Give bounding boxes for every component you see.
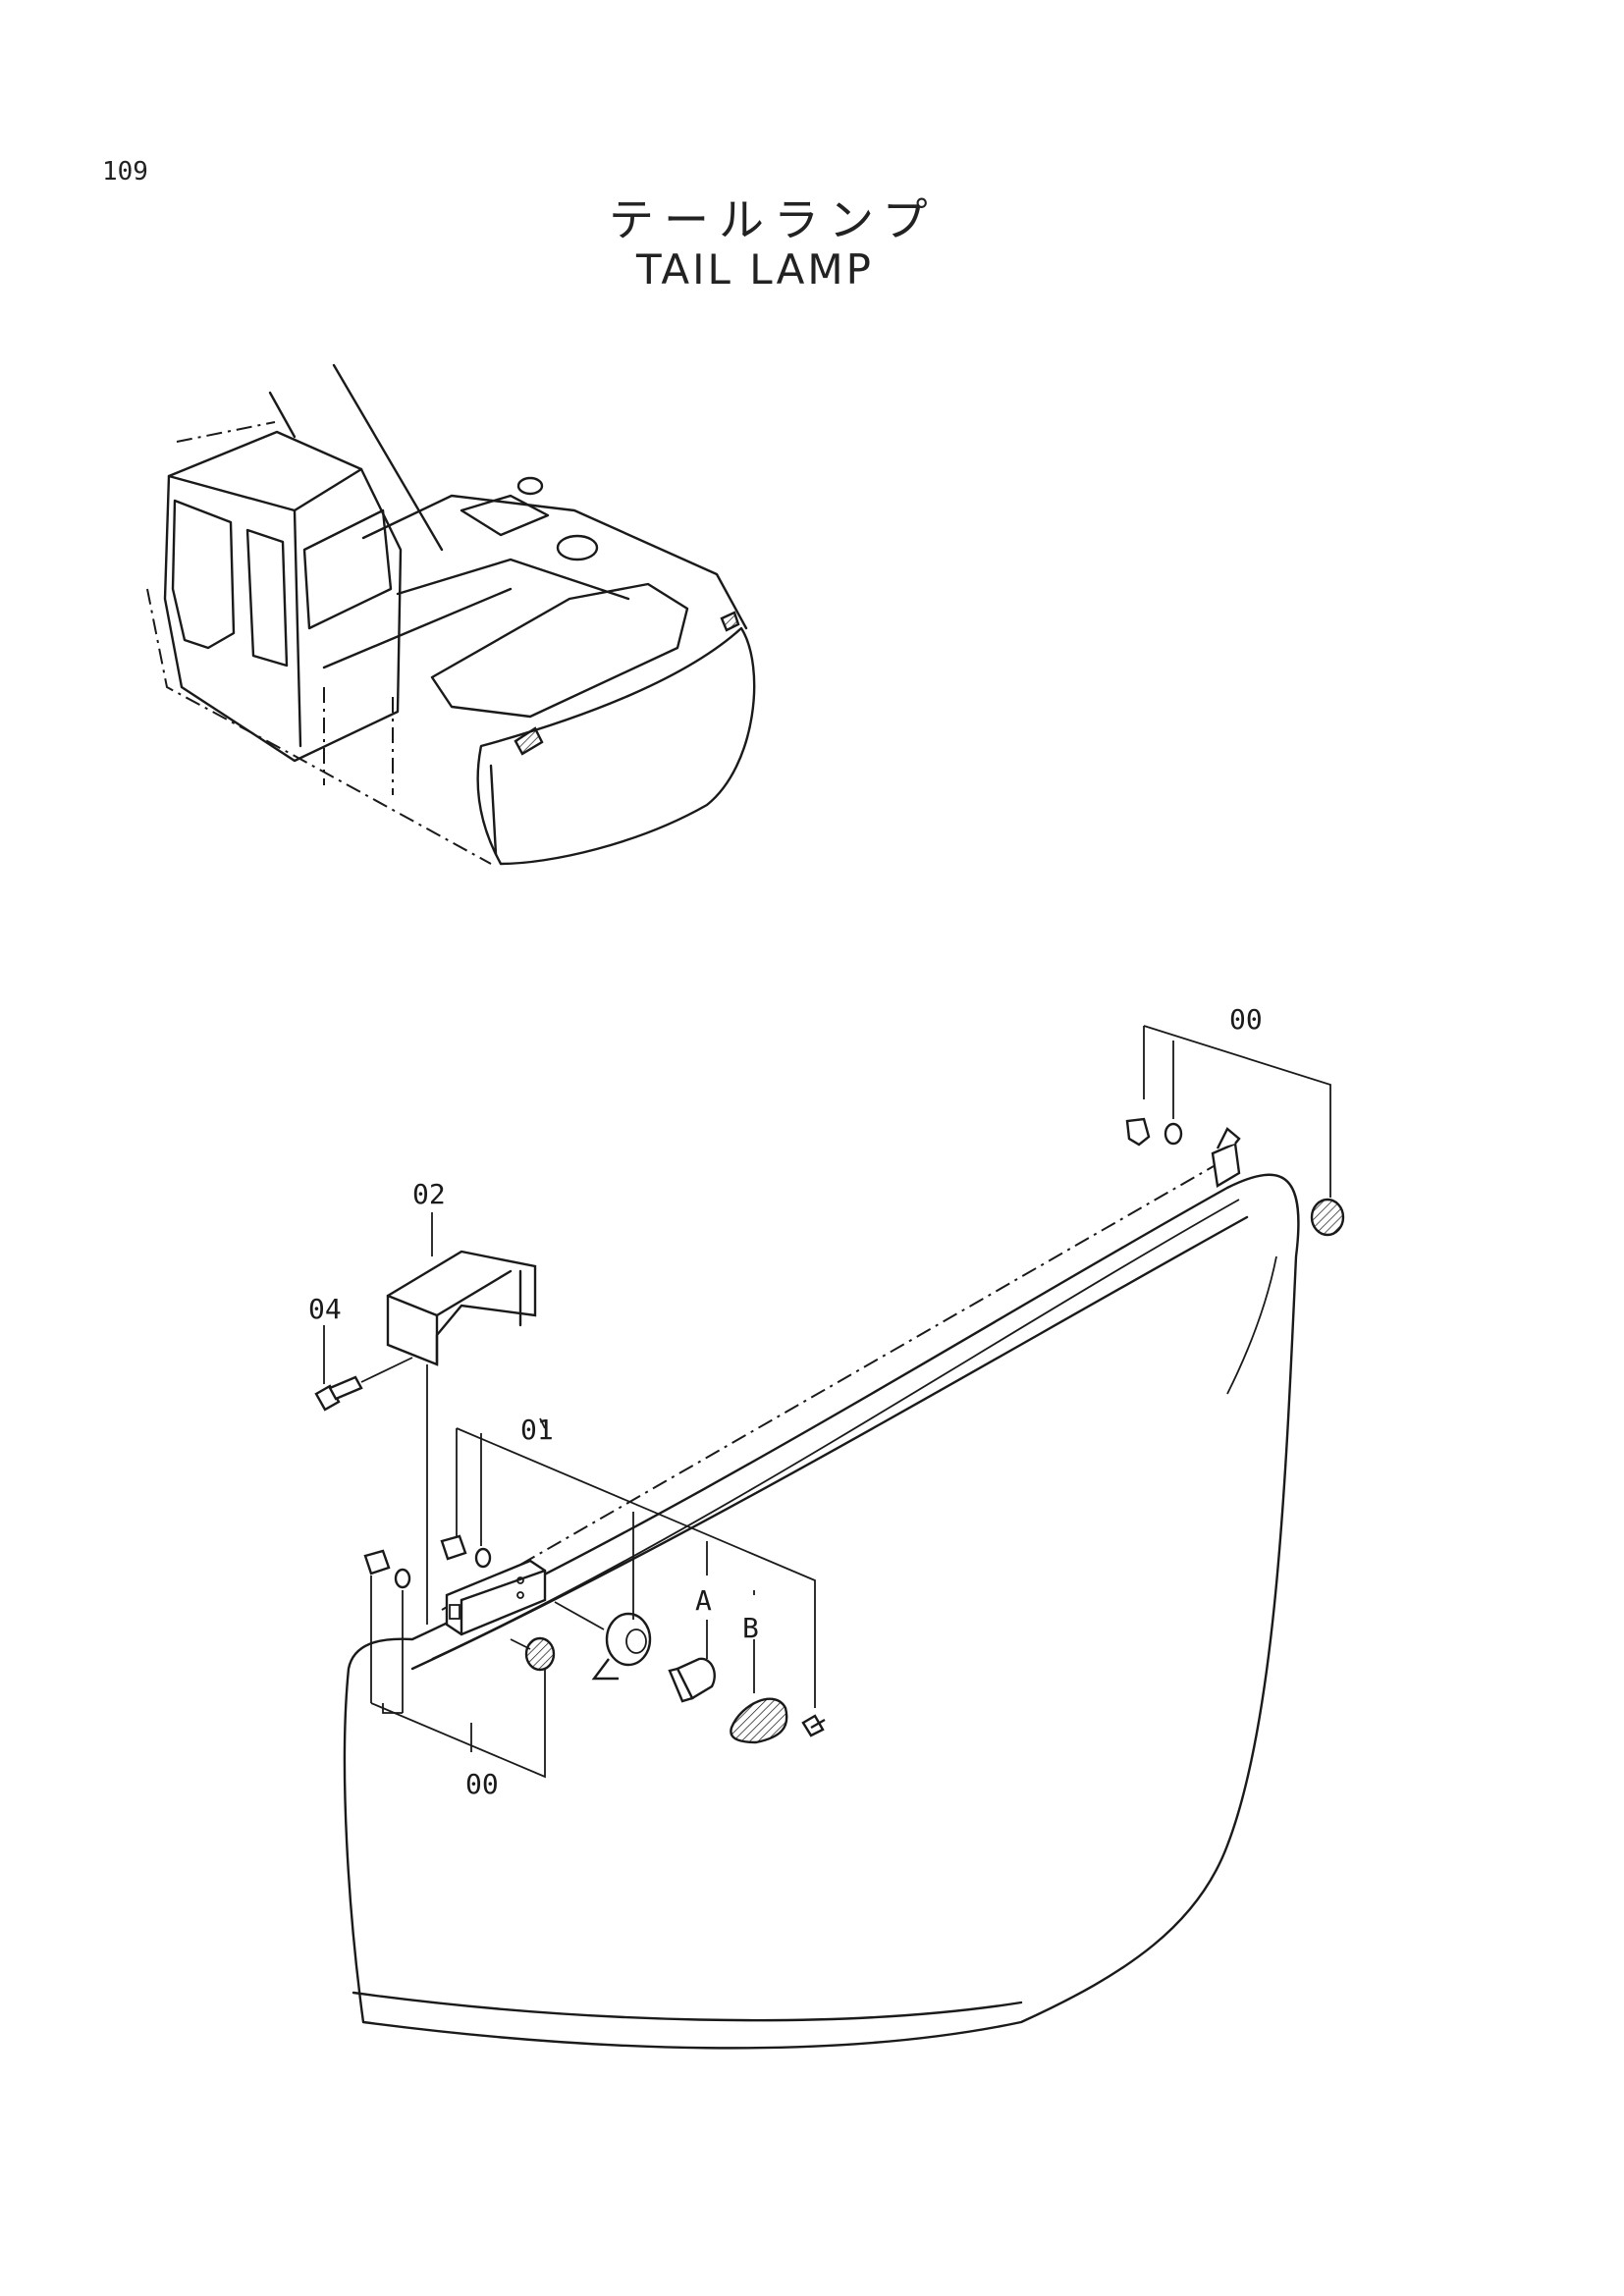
- callout-00-bottom: 00: [465, 1768, 499, 1800]
- lens-screw: [801, 1714, 826, 1737]
- center-line: [441, 1157, 1228, 1611]
- bolt: [314, 1357, 413, 1412]
- page-number: 109: [102, 157, 148, 187]
- lamp-lens: [730, 1697, 788, 1744]
- lamp-cover-bracket: [386, 1250, 537, 1366]
- left-reflector: [510, 1636, 556, 1672]
- counterweight-outline: [343, 1173, 1300, 2050]
- nut-washer-set: [363, 1534, 492, 1589]
- callout-04: 04: [308, 1293, 342, 1325]
- lamp-socket: [554, 1601, 652, 1681]
- page-title-japanese: テールランプ: [609, 193, 938, 246]
- left-callout-leaders: [370, 1417, 816, 1779]
- callout-A: A: [695, 1584, 712, 1617]
- right-callout-leader: [1143, 1025, 1331, 1198]
- lamp-bulb: [668, 1657, 716, 1703]
- right-lamp-mount: [1125, 1117, 1345, 1237]
- excavator-overview: [146, 363, 756, 866]
- callout-B: B: [742, 1612, 759, 1644]
- callout-02: 02: [412, 1178, 446, 1210]
- callout-01: 01: [520, 1414, 554, 1446]
- lamp-bracket: [445, 1559, 547, 1636]
- page-title-english: TAIL LAMP: [636, 245, 874, 294]
- callout-00-top: 00: [1229, 1003, 1263, 1036]
